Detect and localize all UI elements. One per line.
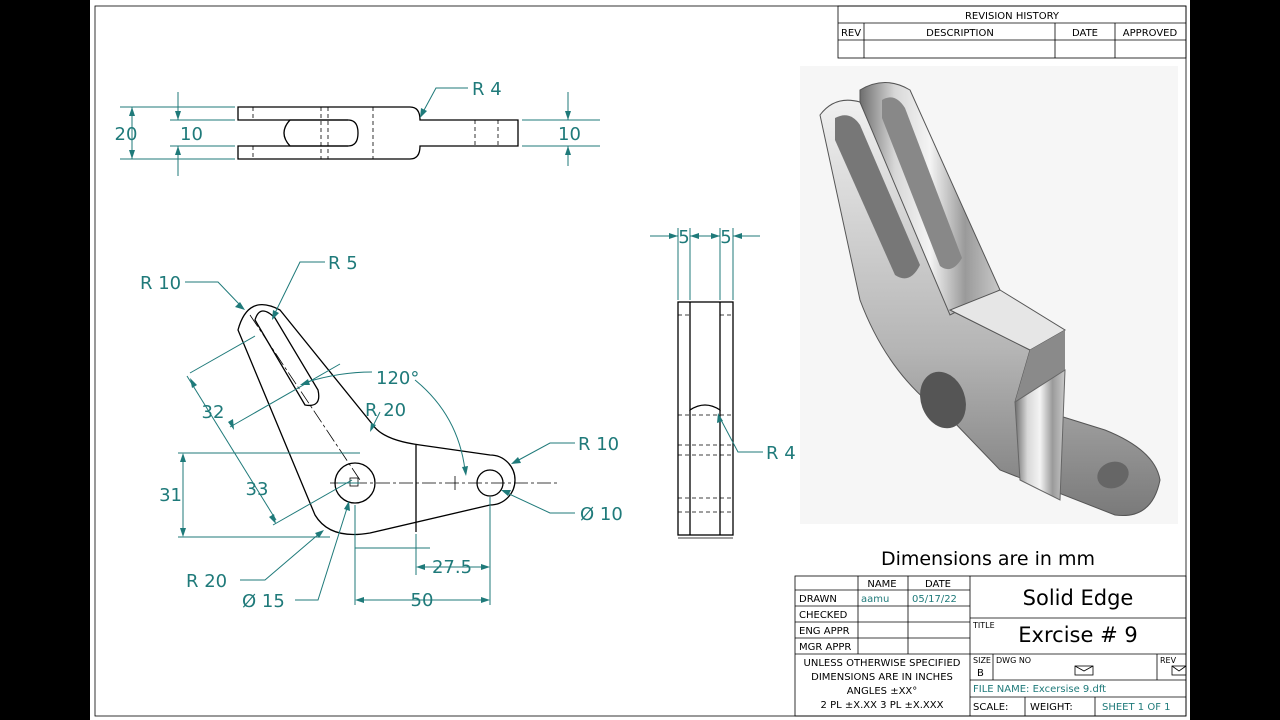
revision-history-table: REVISION HISTORY REV DESCRIPTION DATE AP… (837, 5, 1187, 59)
tb-size-label: SIZE (973, 656, 991, 665)
tb-drawn-name: aamu (861, 594, 889, 605)
dim-r5: R 5 (328, 253, 358, 274)
dim-r20-upper: R 20 (365, 400, 406, 421)
tb-size-value: B (977, 668, 984, 679)
tb-date-header: DATE (925, 579, 951, 590)
dim-dia15: Ø 15 (242, 591, 285, 612)
tb-title-value: Exrcise # 9 (1018, 623, 1137, 647)
isometric-view (800, 66, 1178, 524)
dim-r10-top: R 10 (140, 273, 181, 294)
top-view (237, 106, 519, 160)
dim-top-10-left: 10 (180, 124, 203, 145)
side-view (677, 301, 734, 539)
front-view-dimensions: 27.5 50 31 32 33 R 10 R 5 120° R 20 (140, 253, 623, 612)
dim-side-r4: R 4 (766, 443, 796, 464)
top-view-dimensions: 20 10 10 R 4 (115, 79, 600, 176)
tb-scale-label: SCALE: (973, 702, 1008, 713)
sheet-border (94, 5, 1187, 717)
units-note: Dimensions are in mm (881, 548, 1095, 570)
dim-r20-lower: R 20 (186, 571, 227, 592)
tb-tolerance-line-2: DIMENSIONS ARE IN INCHES (811, 672, 953, 683)
dim-top-20: 20 (115, 124, 138, 145)
tb-tolerance-line-3: ANGLES ±XX° (847, 686, 918, 697)
tb-rev-placeholder-icon (1171, 665, 1187, 676)
tb-drawn-date: 05/17/22 (912, 594, 957, 605)
revision-col-description: DESCRIPTION (926, 28, 994, 39)
tb-tolerance-line-4: 2 PL ±X.XX 3 PL ±X.XXX (821, 700, 944, 711)
dim-r10-right: R 10 (578, 434, 619, 455)
tb-weight-label: WEIGHT: (1030, 702, 1073, 713)
dim-angle-120: 120° (376, 368, 419, 389)
dim-dia10: Ø 10 (580, 504, 623, 525)
tb-name-header: NAME (867, 579, 896, 590)
dim-33: 33 (246, 479, 269, 500)
tb-rev-label: REV (1160, 656, 1177, 665)
side-view-dimensions: 5 5 R 4 (650, 227, 796, 464)
tb-checked-label: CHECKED (799, 610, 848, 621)
tb-sheet: SHEET 1 OF 1 (1102, 702, 1171, 713)
title-block: NAME DATE DRAWN aamu 05/17/22 CHECKED EN… (794, 575, 1187, 717)
tb-eng-label: ENG APPR (799, 626, 850, 637)
drawing-sheet: REVISION HISTORY REV DESCRIPTION DATE AP… (90, 0, 1190, 720)
dim-top-r4: R 4 (472, 79, 502, 100)
revision-col-rev: REV (841, 28, 861, 39)
dim-side-5a: 5 (678, 227, 689, 248)
front-view (237, 304, 558, 536)
revision-title: REVISION HISTORY (965, 11, 1060, 22)
dim-31: 31 (159, 485, 182, 506)
tb-drawn-label: DRAWN (799, 594, 837, 605)
revision-col-date: DATE (1072, 28, 1098, 39)
tb-dwg-label: DWG NO (996, 656, 1031, 665)
tb-title-label: TITLE (972, 621, 995, 630)
tb-dwg-placeholder-icon (1074, 665, 1094, 676)
dim-50: 50 (411, 590, 434, 611)
tb-tolerance-line-1: UNLESS OTHERWISE SPECIFIED (804, 658, 961, 669)
revision-col-approved: APPROVED (1123, 28, 1178, 39)
tb-file-name: FILE NAME: Excersise 9.dft (973, 684, 1106, 695)
dim-top-10-right: 10 (558, 124, 581, 145)
dim-side-5b: 5 (720, 227, 731, 248)
drawing-canvas: REVISION HISTORY REV DESCRIPTION DATE AP… (94, 5, 1187, 717)
tb-mgr-label: MGR APPR (799, 642, 851, 653)
dim-27-5: 27.5 (432, 557, 472, 578)
dim-32: 32 (202, 402, 225, 423)
tb-company: Solid Edge (1023, 586, 1134, 610)
